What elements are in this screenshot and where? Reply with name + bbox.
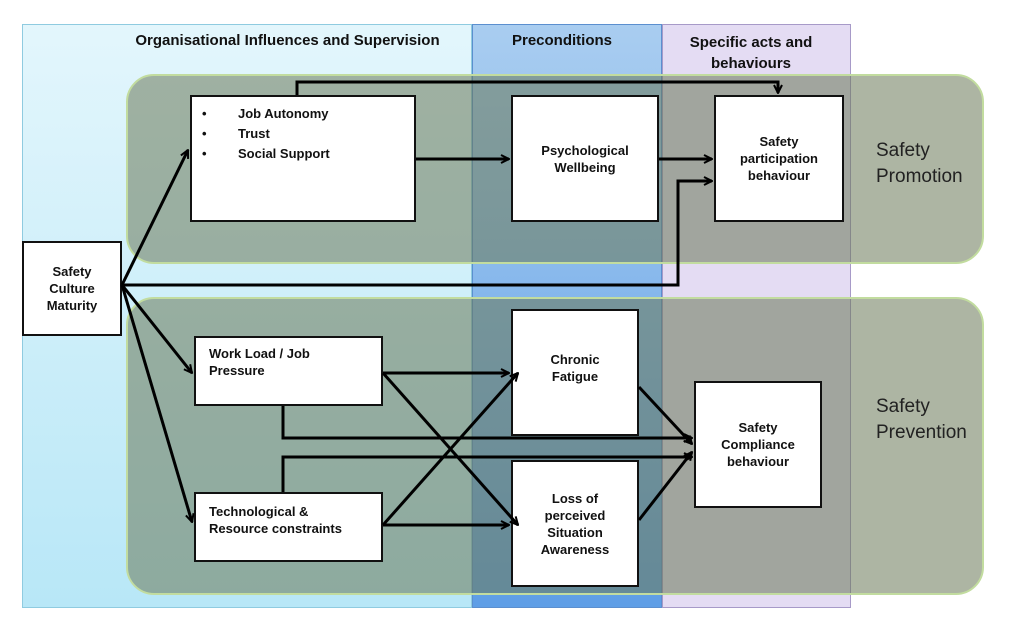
node-chronic-fatigue: Chronic Fatigue (511, 309, 639, 436)
node-text: Maturity (46, 298, 98, 313)
band-label-promotion: Safety Promotion (876, 138, 963, 190)
bullet-icon: • (202, 106, 207, 121)
node-text: Resource constraints (209, 521, 342, 536)
arrow-job-resources-to-participation (295, 80, 778, 95)
node-text: Safety (52, 264, 92, 279)
node-text: behaviour (747, 168, 811, 183)
node-text: Safety (738, 420, 778, 435)
arrow-maturity-to-tech (120, 284, 192, 522)
node-text: Compliance (721, 437, 795, 452)
arrow-situation-to-compliance (637, 452, 692, 521)
band-label-promotion-line2: Promotion (876, 166, 963, 187)
list-item: • Social Support (202, 144, 330, 164)
node-loss-of-situation-awareness: Loss of perceived Situation Awareness (511, 460, 639, 587)
node-text: Wellbeing (554, 159, 616, 175)
arrow-tech-to-compliance (281, 457, 692, 492)
node-text: Situation (547, 524, 603, 540)
node-text: Pressure (209, 363, 265, 378)
node-safety-participation-behaviour: Safety participation behaviour (714, 95, 844, 222)
arrow-fatigue-to-compliance (637, 385, 692, 444)
node-text: Safety (759, 134, 799, 149)
node-workload-job-pressure: Work Load / Job Pressure (194, 336, 383, 406)
job-resources-list: • Job Autonomy • Trust • Social Support (202, 104, 330, 164)
node-technological-resource-constraints: Technological & Resource constraints (194, 492, 383, 562)
node-text: Chronic (550, 351, 600, 367)
node-text: Psychological (541, 142, 629, 158)
arrow-workload-to-compliance (281, 406, 692, 438)
node-text: Awareness (540, 541, 610, 557)
column-heading-specific-acts: Specific acts and behaviours (662, 32, 840, 74)
bullet-icon: • (202, 146, 207, 161)
arrow-maturity-to-job-resources (120, 150, 190, 286)
list-item: • Job Autonomy (202, 104, 330, 124)
node-text: Technological & (209, 504, 309, 519)
node-text: behaviour (726, 454, 790, 469)
band-label-promotion-line1: Safety (876, 140, 930, 161)
column-heading-specific-line2: behaviours (710, 55, 792, 72)
bullet-icon: • (202, 126, 207, 141)
column-heading-organisational: Organisational Influences and Supervisio… (135, 32, 440, 49)
node-text: perceived (544, 507, 606, 523)
node-safety-compliance-behaviour: Safety Compliance behaviour (694, 381, 822, 508)
column-heading-specific-line1: Specific acts and (689, 34, 813, 51)
arrow-tech-to-fatigue (381, 373, 518, 526)
node-psychological-wellbeing: Psychological Wellbeing (511, 95, 659, 222)
node-safety-culture-maturity: Safety Culture Maturity (22, 241, 122, 336)
band-label-prevention-line2: Prevention (876, 422, 967, 443)
list-item-label: Job Autonomy (238, 106, 329, 121)
node-text: Fatigue (551, 368, 599, 384)
list-item-label: Social Support (238, 146, 330, 161)
column-heading-preconditions: Preconditions (511, 32, 612, 49)
node-text: Culture (49, 281, 95, 296)
list-item: • Trust (202, 124, 330, 144)
node-text: Work Load / Job (209, 346, 310, 361)
node-job-resources: • Job Autonomy • Trust • Social Support (190, 95, 416, 222)
list-item-label: Trust (238, 126, 270, 141)
node-text: participation (739, 151, 818, 166)
arrow-maturity-to-workload (120, 284, 192, 373)
arrow-maturity-to-participation (122, 181, 712, 287)
band-label-prevention-line1: Safety (876, 396, 930, 417)
node-text: Loss of (551, 490, 599, 506)
band-label-prevention: Safety Prevention (876, 394, 967, 446)
